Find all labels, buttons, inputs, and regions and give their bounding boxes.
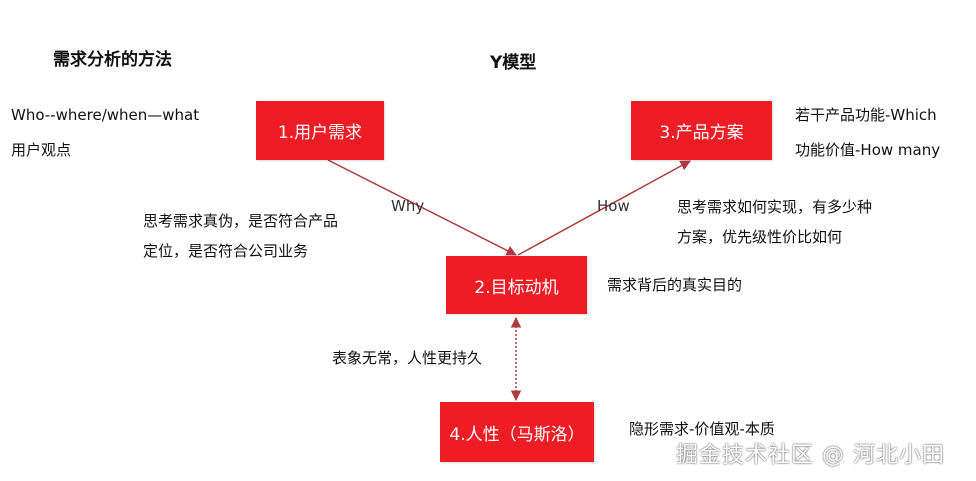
product-note-line-1: 若干产品功能-Which — [795, 106, 937, 124]
center-title: Y模型 — [490, 53, 537, 73]
how-note-line-2: 方案，优先级性价比如何 — [677, 228, 843, 246]
why-note-line-1: 思考需求真伪，是否符合产品 — [143, 212, 339, 230]
nature-left-note: 表象无常，人性更持久 — [332, 349, 483, 367]
how-note-line-1: 思考需求如何实现，有多少种 — [677, 198, 873, 216]
user-viewpoint-text: 用户观点 — [11, 141, 72, 159]
arrow-user-to-motive — [327, 159, 517, 256]
node-human-nature: 4.人性（马斯洛） — [440, 402, 594, 462]
node-product-solution: 3.产品方案 — [631, 101, 772, 160]
left-title: 需求分析的方法 — [53, 50, 172, 70]
arrow-motive-to-product — [517, 160, 691, 256]
node-goal-motive: 2.目标动机 — [446, 256, 587, 314]
watermark-text: 掘金技术社区 @ 河北小田 — [676, 443, 945, 468]
node-user-needs: 1.用户需求 — [256, 101, 384, 160]
nature-right-note: 隐形需求-价值观-本质 — [629, 420, 775, 438]
edge-label-how: How — [597, 197, 630, 215]
motive-note: 需求背后的真实目的 — [607, 276, 743, 294]
product-note-line-2: 功能价值-How many — [795, 141, 941, 159]
edge-label-why: Why — [391, 197, 425, 215]
why-note-line-2: 定位，是否符合公司业务 — [143, 242, 309, 260]
who-where-when-what-text: Who--where/when—what — [11, 106, 200, 124]
